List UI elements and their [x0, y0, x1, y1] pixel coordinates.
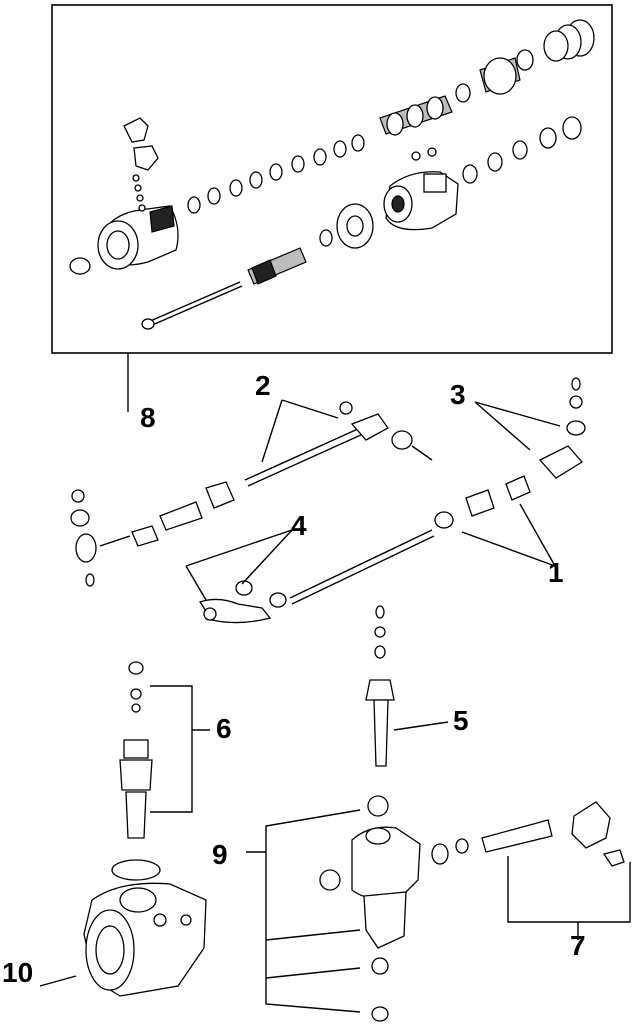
worm-shaft-7: [481, 801, 625, 867]
leaders-upper: [185, 399, 561, 601]
callout-10: 10: [2, 957, 33, 988]
outer-tie-rod-2: [244, 401, 433, 487]
upper-seal-stack: [187, 19, 595, 214]
valve-body: [319, 116, 582, 249]
left-tie-rod-end: [70, 481, 235, 587]
callout-1: 1: [548, 557, 564, 588]
callout-4: 4: [291, 510, 307, 541]
callout-8: 8: [140, 402, 156, 433]
rack-pinion-inset: [51, 4, 613, 354]
callout-9: 9: [212, 839, 228, 870]
pinion-shaft: [141, 247, 307, 330]
callout-labels: 1 2 3 4 5 6 7 8 9 10: [2, 370, 586, 988]
right-tie-rod-end-3: [505, 377, 586, 501]
adjuster-sleeve-4: [198, 580, 272, 624]
clip-and-balls: [123, 117, 159, 212]
leaders-worm-7: [507, 856, 631, 940]
callout-7: 7: [570, 930, 586, 961]
callout-6: 6: [216, 713, 232, 744]
rack-housing-end: [69, 205, 179, 275]
callout-2: 2: [255, 370, 271, 401]
sector-shaft-6: [111, 661, 161, 881]
leaders-gear-9: [246, 809, 361, 1013]
gear-box-9: [319, 795, 469, 1022]
callout-3: 3: [450, 379, 466, 410]
inner-tie-rod-1: [269, 489, 495, 608]
leaders-left-gear: [39, 685, 210, 987]
input-shaft-5: [365, 605, 449, 767]
callout-5: 5: [453, 705, 469, 736]
gear-housing-10: [83, 882, 207, 997]
